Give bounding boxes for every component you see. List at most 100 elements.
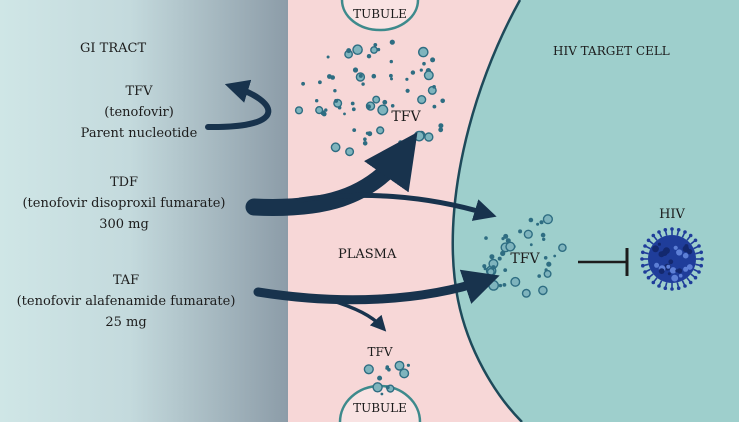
drug-tfv-block: TFV (tenofovir) Parent nucleotide <box>54 81 224 144</box>
hiv-spike-tip <box>657 284 661 288</box>
tubule-bottom-label: TUBULE <box>353 401 407 415</box>
tfv-particle <box>502 283 507 287</box>
tfv-particle <box>498 283 503 288</box>
tfv-particle <box>503 233 509 239</box>
hiv-virus-icon <box>640 227 704 291</box>
tfv-particle <box>352 128 357 133</box>
drug-tfv-note: Parent nucleotide <box>80 126 198 141</box>
tfv-particle <box>484 236 488 240</box>
tfv-particle <box>366 104 372 109</box>
hiv-spike-tip <box>663 228 668 232</box>
hiv-target-cell-membrane <box>451 0 523 422</box>
hiv-spike-tip <box>699 250 703 255</box>
hiv-spike-tip <box>676 286 681 291</box>
tfv-particle <box>419 68 423 72</box>
hiv-target-cell <box>452 0 739 422</box>
hiv-spike-tip <box>697 244 701 248</box>
tfv-particle <box>440 98 446 104</box>
tfv-particle <box>330 142 341 153</box>
hiv-surface-dot <box>673 245 678 250</box>
tfv-particle <box>358 73 363 78</box>
tfv-particle <box>389 73 393 78</box>
tfv-particle <box>315 105 324 115</box>
hiv-spike-tip <box>670 227 674 231</box>
tfv-particle <box>326 55 330 59</box>
hiv-surface-dot <box>682 252 689 259</box>
tfv-particle <box>382 150 386 154</box>
tfv-particle <box>528 217 534 223</box>
tfv-particle <box>410 70 416 75</box>
tfv-particle <box>405 77 409 81</box>
tfv-particle <box>432 104 437 109</box>
gi-tract-label: GI TRACT <box>80 41 147 56</box>
hiv-surface-dot <box>686 264 693 270</box>
hiv-spike-tip <box>640 257 644 261</box>
hiv-surface-dot <box>669 267 677 274</box>
taf-to-cell-arrow <box>253 269 500 305</box>
tfv-particle <box>350 101 355 106</box>
hiv-spike-tip <box>651 280 656 285</box>
tubule-top-tfv-label: TFV <box>391 109 421 125</box>
tfv-particle <box>543 269 552 278</box>
tfv-return-arrow <box>205 79 272 131</box>
tfv-particle <box>540 232 546 238</box>
hiv-surface-dot <box>687 249 693 255</box>
tfv-particle <box>382 99 388 105</box>
hiv-spike-tip <box>646 238 651 243</box>
tfv-particle <box>372 382 383 393</box>
hiv-spike-tip <box>663 286 668 291</box>
tfv-particle <box>301 81 305 86</box>
tfv-particle <box>362 141 368 146</box>
tfv-particle <box>371 73 377 79</box>
hiv-surface-dot <box>675 269 679 273</box>
tfv-particle <box>389 59 393 64</box>
drug-taf-name: TAF <box>112 273 140 288</box>
drug-tfv-name: TFV <box>125 84 153 99</box>
tubule-top-label: TUBULE <box>353 7 407 21</box>
hiv-surface-dot <box>657 242 662 246</box>
tfv-particle <box>324 108 328 112</box>
tfv-particle <box>389 39 395 45</box>
hiv-surface-dot <box>684 244 689 249</box>
tfv-particle <box>399 368 410 379</box>
hiv-surface-dot <box>661 250 668 256</box>
hiv-surface-dot <box>667 272 671 276</box>
hiv-spike-tip <box>676 228 681 232</box>
tfv-particle <box>294 106 304 115</box>
tfv-particle <box>529 243 533 247</box>
hiv-spike-tip <box>688 233 693 238</box>
tfv-particle <box>422 61 426 66</box>
tfv-particle <box>488 279 499 291</box>
hiv-spike-tip <box>670 287 674 291</box>
hiv-spike-tip <box>683 230 687 234</box>
tfv-particle <box>352 44 363 56</box>
taf-to-tubule-arrow <box>328 298 387 332</box>
tdf-to-cell-arrow <box>297 192 497 221</box>
tfv-particle <box>497 256 502 261</box>
tfv-particle <box>430 57 436 63</box>
tfv-particle <box>377 104 389 116</box>
drug-tdf-name: TDF <box>109 175 139 190</box>
tfv-particle <box>432 85 436 89</box>
tfv-particle <box>542 214 554 225</box>
drug-taf-block: TAF (tenofovir alafenamide fumarate) 25 … <box>2 270 250 333</box>
tfv-particle <box>351 107 356 112</box>
tfv-particle <box>542 237 546 241</box>
hiv-spike-tip <box>699 263 703 268</box>
hiv-surface-dot <box>671 274 679 282</box>
tfv-particle <box>539 220 544 225</box>
tfv-particle <box>424 132 434 142</box>
tfv-particle <box>536 222 540 226</box>
tfv-particle <box>438 127 444 133</box>
tfv-particle <box>521 288 531 298</box>
drug-tdf-block: TDF (tenofovir disoproxil fumarate) 300 … <box>0 172 248 235</box>
tfv-particle <box>518 229 523 234</box>
hiv-spike-tip <box>643 244 647 248</box>
tfv-particle <box>505 241 516 252</box>
tfv-particle <box>489 254 495 260</box>
hiv-spike-tip <box>683 284 687 288</box>
hiv-spike-tip <box>688 280 693 285</box>
tfv-particle <box>365 131 369 135</box>
hiv-spike-tip <box>646 275 651 280</box>
